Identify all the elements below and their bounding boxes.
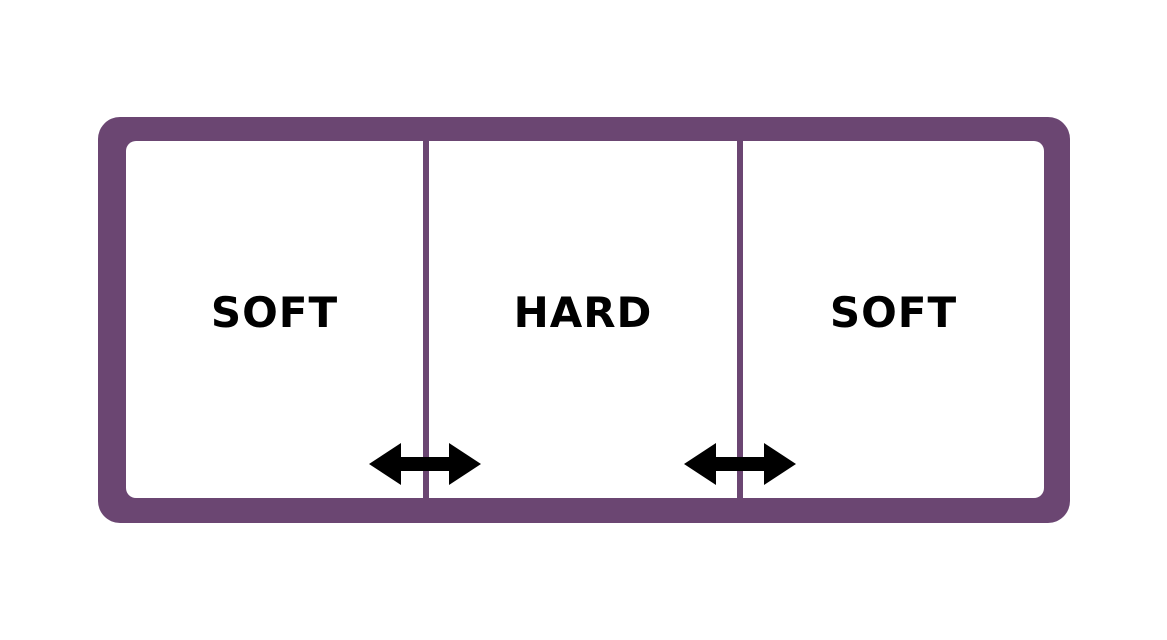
double-arrow-right-icon [684, 443, 796, 485]
section-label-hard: HARD [513, 288, 653, 337]
inner-panel [126, 141, 1044, 498]
double-arrow-left-icon [369, 443, 481, 485]
divider-right [737, 141, 743, 498]
section-label-soft-right: SOFT [829, 288, 958, 337]
section-label-soft-left: SOFT [210, 288, 339, 337]
divider-left [423, 141, 429, 498]
